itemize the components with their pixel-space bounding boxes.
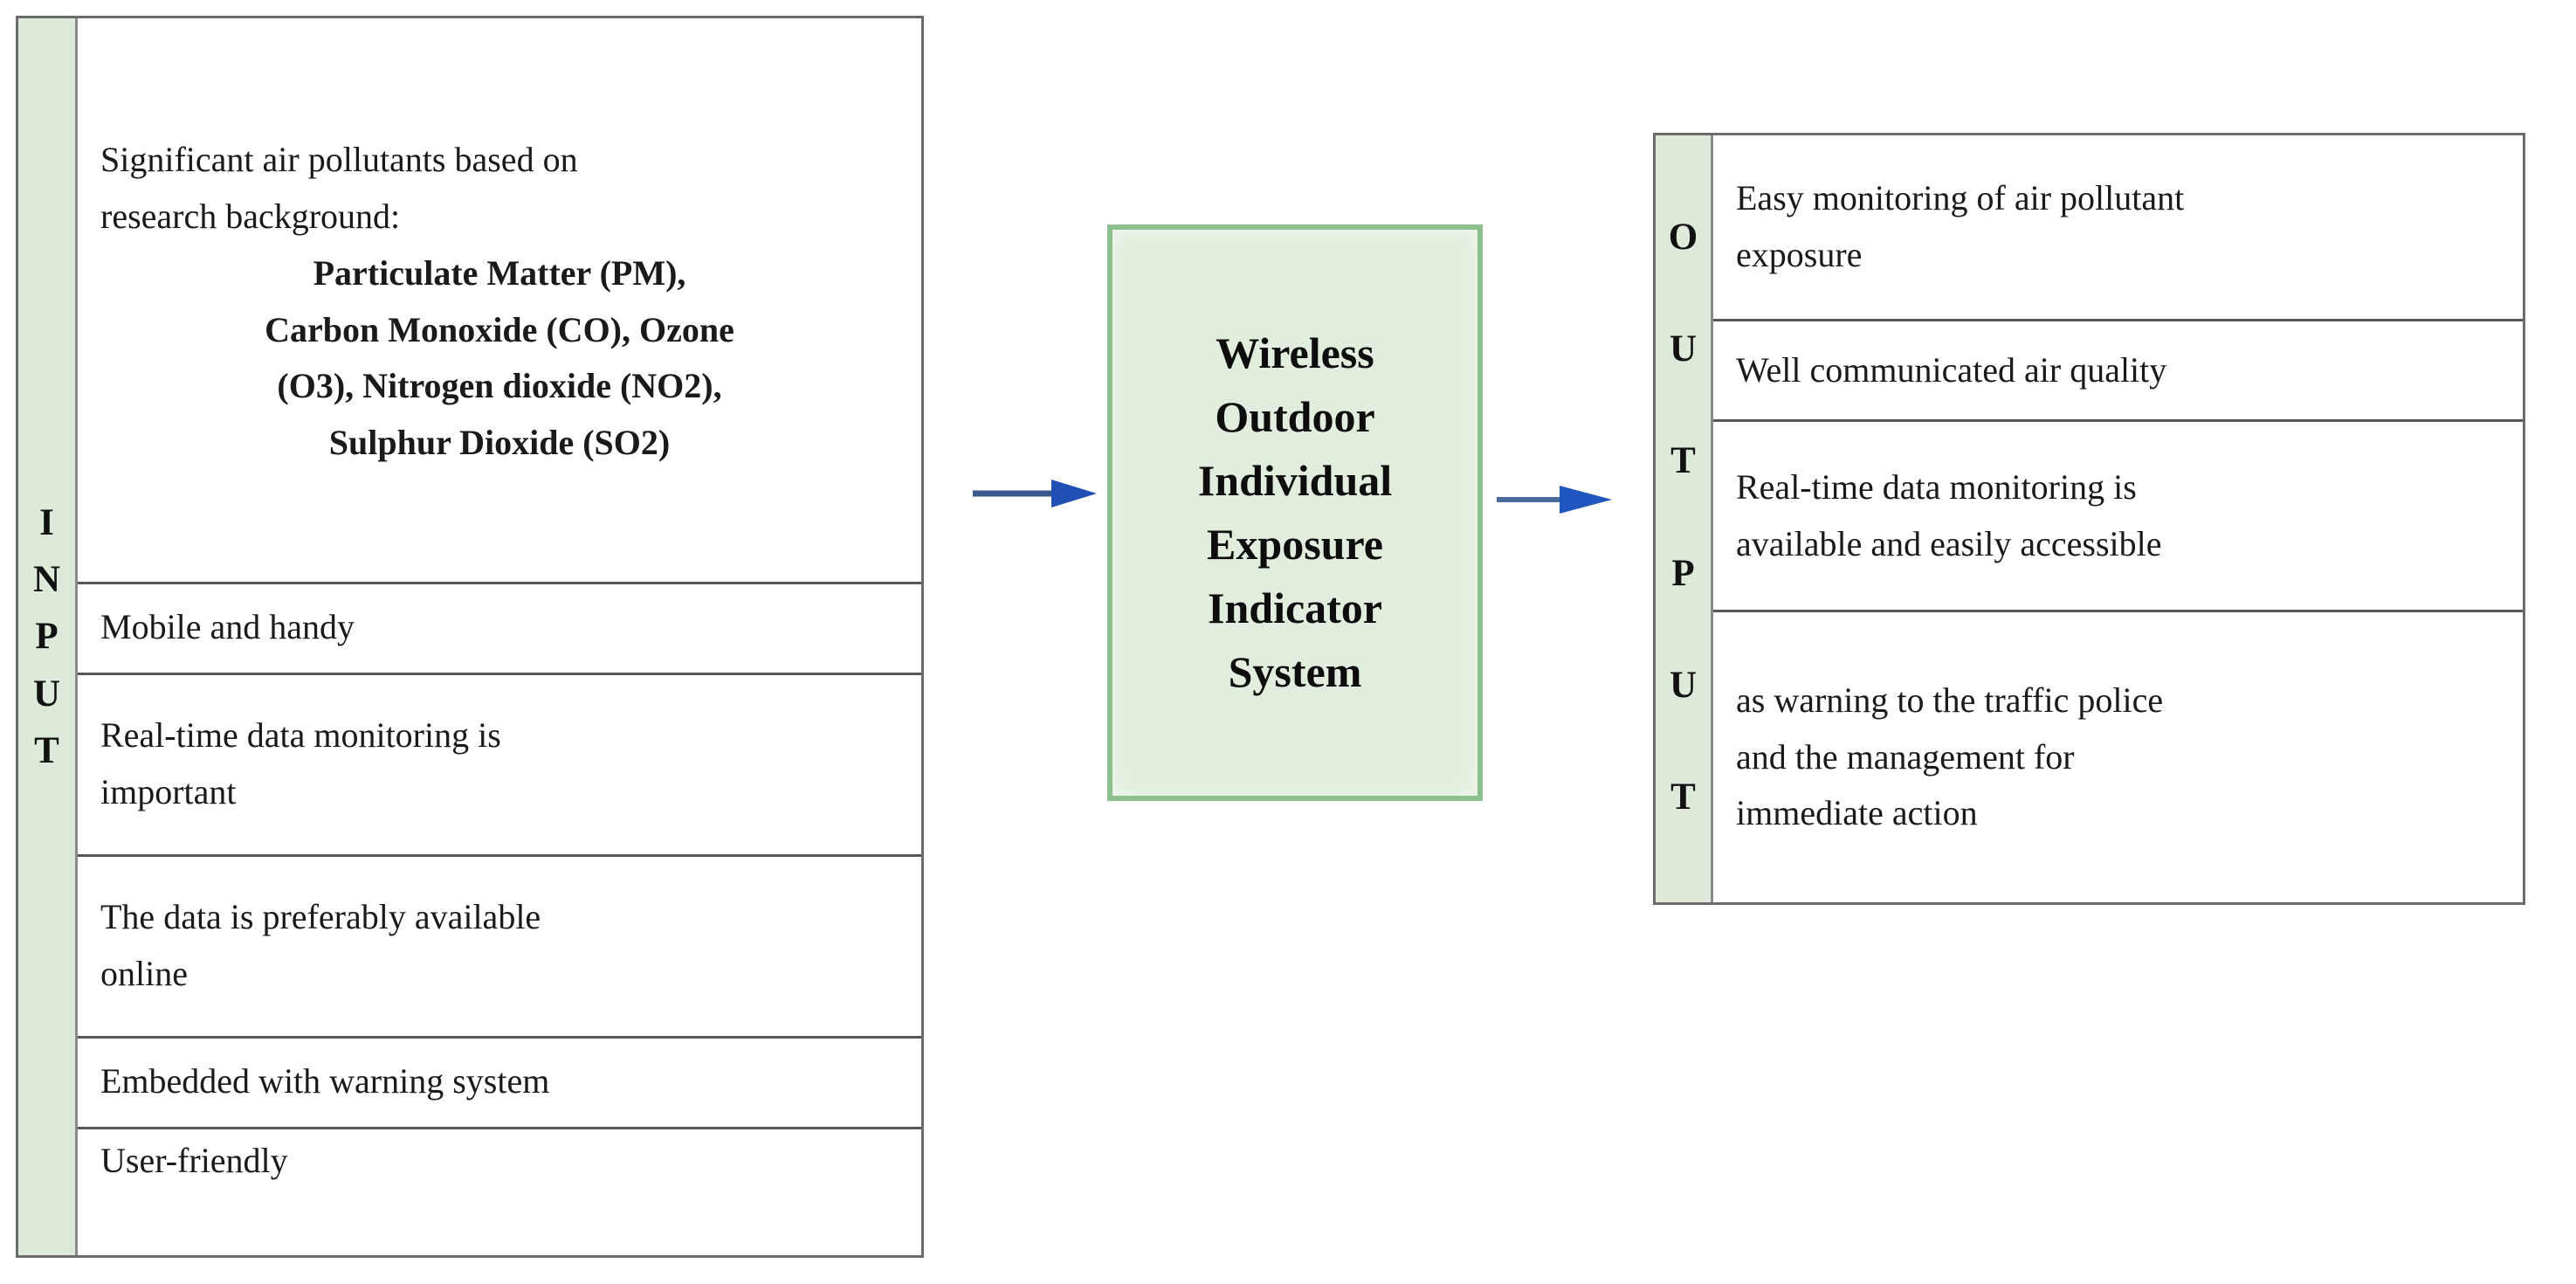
input-row-warning-system: Embedded with warning system [78,1039,921,1129]
pollutant-carbon-monoxide-ozone: Carbon Monoxide (CO), Ozone [265,309,734,349]
input-warning-system-text: Embedded with warning system [100,1061,550,1101]
arrow-process-to-output-icon [1497,486,1612,514]
output-row-traffic-police-warning: as warning to the traffic police and the… [1713,612,2523,902]
output-letter-t1: T [1670,440,1696,482]
output-easy-line-2: exposure [1736,235,1863,274]
process-line-5: Indicator [1208,583,1382,632]
input-row-mobile: Mobile and handy [78,584,921,675]
output-row-well-communicated: Well communicated air quality [1713,321,2523,422]
input-letter-u: U [32,673,61,714]
arrow-input-to-process-icon [973,480,1097,507]
input-online-line-1: The data is preferably available [100,896,541,936]
input-row-online: The data is preferably available online [78,857,921,1039]
process-box-title: Wireless Outdoor Individual Exposure Ind… [1189,321,1401,704]
output-row-list: Easy monitoring of air pollutant exposur… [1713,135,2523,902]
output-row-realtime-accessible: Real-time data monitoring is available a… [1713,422,2523,612]
input-row-pollutants: Significant air pollutants based on rese… [78,18,921,584]
output-warning-line-3: immediate action [1736,793,1978,833]
input-letter-n: N [32,558,61,600]
process-line-6: System [1228,647,1362,696]
input-realtime-line-2: important [100,771,237,811]
process-box: Wireless Outdoor Individual Exposure Ind… [1107,224,1483,801]
output-realtime-line-1: Real-time data monitoring is [1736,466,2137,507]
pollutants-line-1: Significant air pollutants based on [100,140,578,180]
input-letter-i: I [39,501,54,543]
pollutants-line-2: research background: [100,196,401,236]
input-online-line-2: online [100,953,188,993]
output-well-text: Well communicated air quality [1736,349,2167,390]
output-easy-line-1: Easy monitoring of air pollutant [1736,178,2185,218]
input-row-realtime: Real-time data monitoring is important [78,675,921,857]
pollutant-ozone-nitrogen-dioxide: (O3), Nitrogen dioxide (NO2), [277,366,722,406]
input-user-friendly-text: User-friendly [100,1141,288,1180]
output-warning-line-1: as warning to the traffic police [1736,680,2164,720]
process-line-2: Outdoor [1215,392,1375,441]
pollutant-sulphur-dioxide: Sulphur Dioxide (SO2) [328,423,671,463]
output-warning-line-2: and the management for [1736,736,2075,777]
input-row-list: Significant air pollutants based on rese… [78,18,921,1255]
output-row-easy-monitoring: Easy monitoring of air pollutant exposur… [1713,135,2523,321]
input-table: I N P U T Significant air pollutants bas… [16,16,924,1258]
output-table: O U T P U T Easy monitoring of air pollu… [1653,133,2525,905]
input-realtime-line-1: Real-time data monitoring is [100,714,501,755]
output-letter-p: P [1671,552,1695,594]
output-label-column: O U T P U T [1656,135,1713,902]
input-mobile-text: Mobile and handy [100,607,355,647]
pollutant-particulate-matter: Particulate Matter (PM), [313,252,686,293]
output-realtime-line-2: available and easily accessible [1736,523,2162,563]
process-line-3: Individual [1197,456,1393,505]
input-row-user-friendly: User-friendly [78,1129,921,1255]
output-letter-u1: U [1669,328,1698,370]
input-letter-p: P [35,616,59,658]
process-line-4: Exposure [1207,520,1383,569]
input-label-column: I N P U T [18,18,78,1255]
output-letter-t2: T [1670,776,1696,818]
input-letter-t: T [34,730,59,772]
output-letter-o: O [1668,217,1698,259]
process-line-1: Wireless [1216,328,1374,377]
output-letter-u2: U [1669,664,1698,706]
